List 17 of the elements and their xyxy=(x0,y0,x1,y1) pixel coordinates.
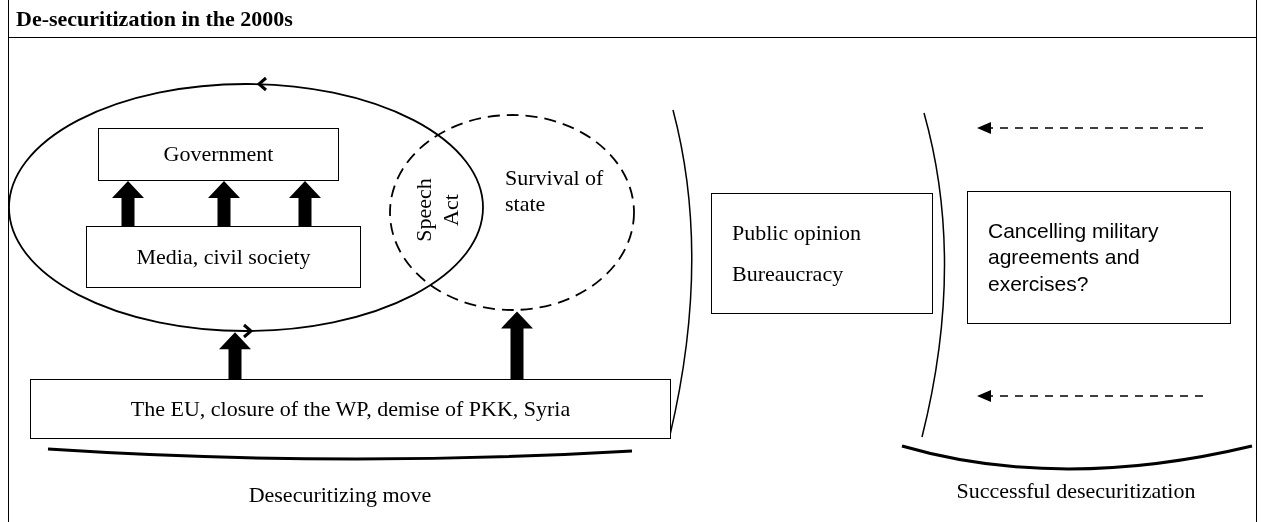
node-label: Bureaucracy xyxy=(732,260,844,287)
block-arrow xyxy=(289,181,321,226)
block-arrow xyxy=(219,332,251,379)
text-box: Cancelling military agreements and exercises? xyxy=(967,191,1231,324)
text-label: Speech Act xyxy=(410,177,464,244)
text-box: Government xyxy=(98,128,339,181)
text-box: Media, civil society xyxy=(86,226,361,288)
text-box: The EU, closure of the WP, demise of PKK, Syria xyxy=(30,379,671,439)
text-label: Successful desecuritization xyxy=(955,478,1197,504)
rectangle-box xyxy=(711,193,933,314)
title: De-securitization in the 2000s xyxy=(16,7,293,32)
block-arrow xyxy=(501,311,533,379)
node-label: Public opinion xyxy=(732,220,861,247)
block-arrow xyxy=(112,181,144,226)
node-label: Survival of state xyxy=(505,165,605,218)
text-label: Desecuritizing move xyxy=(247,482,433,508)
block-arrow xyxy=(208,181,240,226)
